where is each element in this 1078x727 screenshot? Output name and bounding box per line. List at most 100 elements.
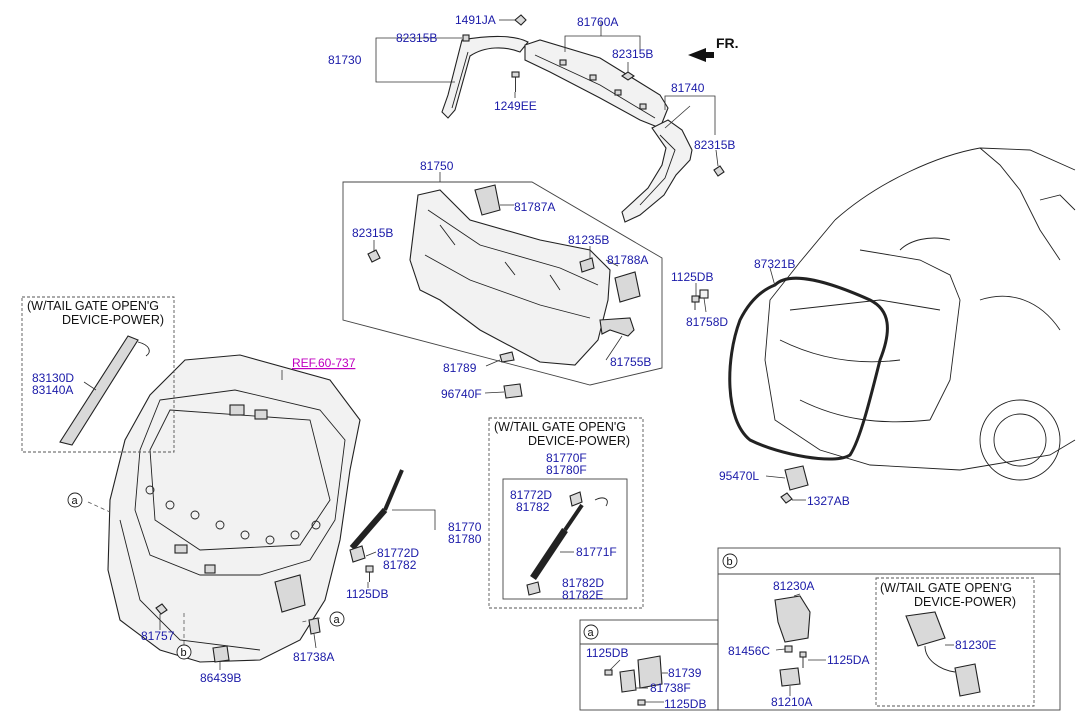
bolt-1125DB-icon <box>691 289 709 310</box>
gas-strut-81770-icon <box>349 469 404 550</box>
detail-marker-b-label: b <box>181 647 187 659</box>
bracket-81782D-icon <box>526 581 541 596</box>
part-81750-lower-trim <box>367 184 641 366</box>
callout-1125DB: 1125DB <box>346 587 388 601</box>
option-center-line1: (W/TAIL GATE OPEN'G <box>494 420 626 434</box>
bolt-1125DA-icon <box>799 651 807 668</box>
callout-81740: 81740 <box>671 81 705 95</box>
option-left-line1: (W/TAIL GATE OPEN'G <box>27 299 159 313</box>
option-center-line2: DEVICE-POWER) <box>528 434 630 448</box>
bolt-81456C-icon <box>784 645 793 653</box>
callout-81772D: 81772D <box>377 546 419 560</box>
callout-96740F: 96740F <box>441 387 482 401</box>
part-81730-left-trim <box>441 34 529 119</box>
bolt-1491JA-icon <box>514 14 527 26</box>
weatherstrip-87321B-icon <box>728 276 889 461</box>
detail-box-a <box>579 619 719 711</box>
callout-81770: 81770 <box>448 520 482 534</box>
callout-82315B: 82315B <box>694 138 735 152</box>
part-81740-right-trim <box>621 119 725 223</box>
leader-lines <box>83 19 954 703</box>
callout-81730: 81730 <box>328 53 362 67</box>
clip-82315B-icon <box>713 165 725 177</box>
vehicle-rear-illustration <box>728 147 1076 504</box>
callout-81760A: 81760A <box>577 15 618 29</box>
callout-81788A: 81788A <box>607 253 648 267</box>
striker-81210A-icon <box>779 667 801 687</box>
callout-1125DB: 1125DB <box>664 697 706 711</box>
callout-1249EE: 1249EE <box>494 99 537 113</box>
strut-assembly-box <box>502 478 628 600</box>
detail-marker-a-label: a <box>72 495 79 507</box>
option-box-center <box>488 417 644 609</box>
cover-81789-icon <box>499 351 515 363</box>
callout-81782E: 81782E <box>562 588 603 602</box>
arrow-left-icon <box>688 48 714 62</box>
power-strut-81771F-icon <box>530 497 608 580</box>
callout-81780: 81780 <box>448 532 482 546</box>
detail-box-a-marker-label: a <box>588 627 595 639</box>
spindle-83130D-icon <box>59 335 139 446</box>
detail-marker-a: a <box>329 611 345 627</box>
callout-81782D: 81782D <box>562 576 604 590</box>
front-label: FR. <box>716 35 739 51</box>
detail-marker-b: b <box>176 644 192 660</box>
callout-81782: 81782 <box>516 500 550 514</box>
callout-81772D: 81772D <box>510 488 552 502</box>
callout-81782: 81782 <box>383 558 417 572</box>
callout-82315B: 82315B <box>612 47 653 61</box>
callout-81235B: 81235B <box>568 233 609 247</box>
callout-1125DB: 1125DB <box>586 646 628 660</box>
callout-1125DB: 1125DB <box>671 270 713 284</box>
detail-box-a-marker: a <box>583 624 599 640</box>
callout-81787A: 81787A <box>514 200 555 214</box>
callout-81739: 81739 <box>668 666 702 680</box>
assembly-box-81750 <box>342 181 663 386</box>
callout-81738F: 81738F <box>650 681 691 695</box>
bumper-81738A-icon <box>308 617 321 635</box>
cover-81235B-icon <box>579 257 595 273</box>
reference-link[interactable]: REF.60-737 <box>292 356 356 370</box>
screw-1249EE-icon <box>511 71 520 92</box>
option-right-line1: (W/TAIL GATE OPEN'G <box>880 581 1012 595</box>
callout-81758D: 81758D <box>686 315 728 329</box>
callout-83130D: 83130D <box>32 371 74 385</box>
callout-81770F: 81770F <box>546 451 587 465</box>
callout-81230E: 81230E <box>955 638 996 652</box>
grille-81787A-icon <box>474 184 501 216</box>
callout-81738A: 81738A <box>293 650 334 664</box>
detail-box-b-marker-label: b <box>727 556 733 568</box>
bracket-81739-icon <box>637 655 663 689</box>
callout-82315B: 82315B <box>352 226 393 240</box>
callout-81750: 81750 <box>420 159 454 173</box>
callout-82315B: 82315B <box>396 31 437 45</box>
option-left-line2: DEVICE-POWER) <box>62 313 164 327</box>
callout-1491JA: 1491JA <box>455 13 496 27</box>
callout-81757: 81757 <box>141 629 175 643</box>
callout-81755B: 81755B <box>610 355 651 369</box>
clip-82315B-icon <box>621 71 635 81</box>
callout-1125DA: 1125DA <box>827 653 869 667</box>
callout-81456C: 81456C <box>728 644 770 658</box>
callout-81789: 81789 <box>443 361 477 375</box>
bracket-81772D-icon <box>349 545 366 563</box>
callout-81780F: 81780F <box>546 463 587 477</box>
bolt-1125DB-icon <box>604 669 613 676</box>
detail-box-b-marker: b <box>722 553 738 569</box>
callout-81210A: 81210A <box>771 695 812 709</box>
clip-82315B-icon <box>462 34 470 42</box>
latch-81230A-icon <box>774 595 811 643</box>
module-95470L-icon <box>784 465 809 491</box>
grille-81788A-icon <box>614 271 641 303</box>
callout-81771F: 81771F <box>576 545 617 559</box>
callout-86439B: 86439B <box>200 671 241 685</box>
clip-82315B-icon <box>367 249 381 263</box>
callout-1327AB: 1327AB <box>807 494 850 508</box>
callout-81230A: 81230A <box>773 579 814 593</box>
part-86439B-icon <box>212 645 230 663</box>
front-direction-indicator: FR. <box>688 35 739 62</box>
bumper-81738F-icon <box>619 669 637 693</box>
detail-marker-a: a <box>67 492 83 508</box>
bumper-81758D-icon <box>699 289 709 299</box>
